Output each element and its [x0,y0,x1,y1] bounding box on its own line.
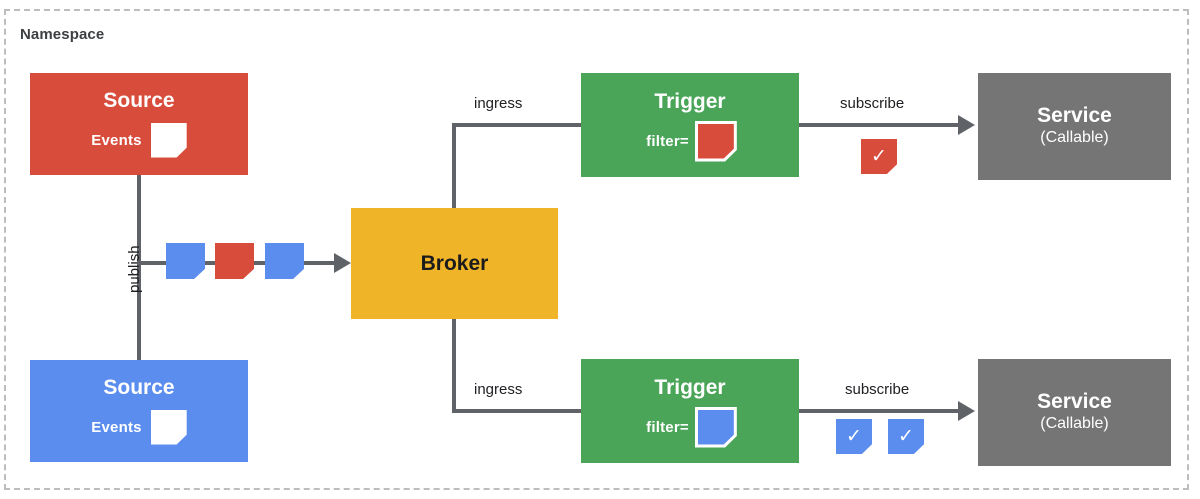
subscribe-bottom-arrowhead [958,401,975,421]
event-card-blue-icon [694,406,737,448]
check-icon: ✓ [846,426,862,447]
delivered-check-card-bottom-blue-1: ✓ [836,419,872,454]
event-card-icon [150,122,187,158]
event-card-icon [150,409,187,445]
source-node-red[interactable]: Source Events [30,73,248,175]
trigger-top-filter-row: filter= [646,120,737,162]
subscribe-top-line [797,123,963,127]
source-node-blue[interactable]: Source Events [30,360,248,462]
event-card-face [888,419,924,454]
publish-edge-label: publish [126,245,143,293]
event-card-red-icon [694,120,737,162]
source-blue-title: Source [103,376,175,400]
event-card-face [697,123,734,159]
stream-event-card-blue-2 [265,243,304,279]
publish-arrowhead [334,253,351,273]
trigger-bottom-filter-row: filter= [646,406,737,448]
event-card-face [215,243,254,279]
subscribe-bottom-line [797,409,963,413]
trigger-bottom-title: Trigger [654,376,726,400]
event-card-face [265,243,304,279]
check-icon: ✓ [898,426,914,447]
subscribe-top-arrowhead [958,115,975,135]
event-card-face [836,419,872,454]
subscribe-bottom-label: subscribe [845,381,910,398]
event-card-face [150,122,187,158]
service-top-title: Service [1037,104,1112,128]
publish-vertical-line [137,175,141,361]
stream-event-card-blue-1 [166,243,205,279]
ingress-top-line [452,123,583,127]
trigger-top-title: Trigger [654,90,726,114]
namespace-label: Namespace [20,26,105,43]
event-card-face [861,139,897,174]
ingress-top-label: ingress [474,95,523,112]
trigger-top-filter-label: filter= [646,132,689,150]
subscribe-top-label: subscribe [840,95,905,112]
service-node-top[interactable]: Service (Callable) [978,73,1171,180]
trigger-node-top[interactable]: Trigger filter= [581,73,799,177]
check-icon: ✓ [871,146,887,167]
event-card-face [150,409,187,445]
service-bottom-subtitle: (Callable) [1040,415,1109,433]
ingress-bottom-line [452,409,583,413]
namespace-boundary [4,9,1189,490]
source-blue-events-label: Events [91,418,142,436]
event-card-face [166,243,205,279]
service-bottom-title: Service [1037,390,1112,414]
broker-node[interactable]: Broker [351,208,558,319]
source-blue-events-row: Events [91,409,187,445]
broker-title: Broker [420,251,489,275]
source-red-events-row: Events [91,122,187,158]
source-red-events-label: Events [91,131,142,149]
ingress-bottom-label: ingress [474,381,523,398]
trigger-node-bottom[interactable]: Trigger filter= [581,359,799,463]
delivered-check-card-top-red: ✓ [861,139,897,174]
source-red-title: Source [103,89,175,113]
stream-event-card-red [215,243,254,279]
event-card-face [697,409,734,445]
delivered-check-card-bottom-blue-2: ✓ [888,419,924,454]
service-node-bottom[interactable]: Service (Callable) [978,359,1171,466]
trigger-bottom-filter-label: filter= [646,418,689,436]
service-top-subtitle: (Callable) [1040,129,1109,147]
